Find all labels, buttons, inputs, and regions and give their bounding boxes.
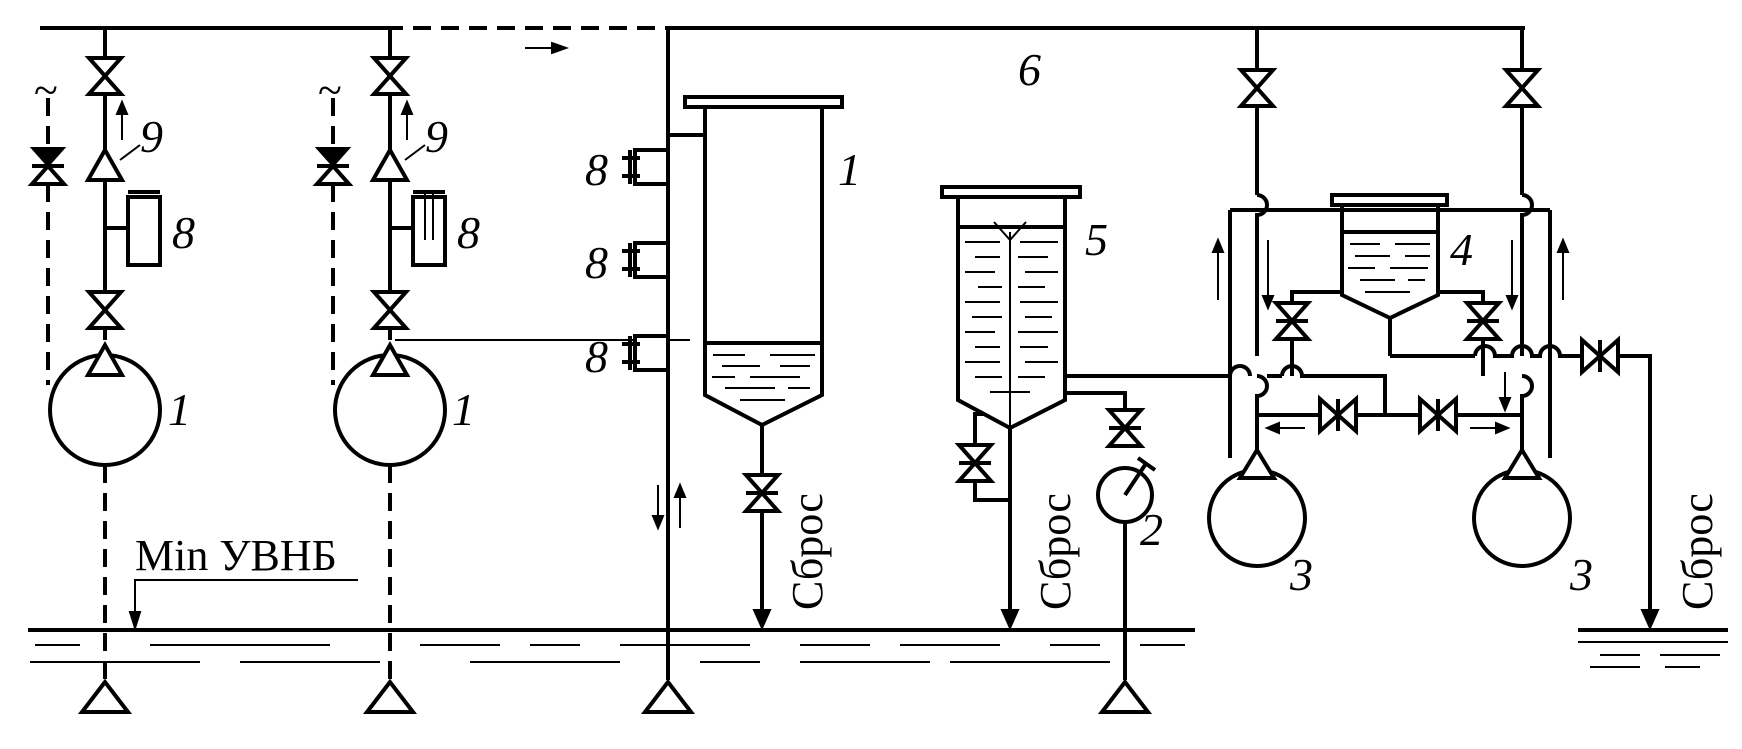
label-8-gauge-1: 8 (585, 144, 608, 195)
label-3-right: 3 (1569, 549, 1593, 600)
label-min-level: Min УВНБ (135, 531, 337, 580)
manometer-2 (1096, 408, 1157, 714)
main-collector (40, 26, 1525, 55)
label-tilde-1: ~ (34, 66, 58, 115)
label-sbros-1: Сброс (783, 493, 832, 610)
pump-system-3-4 (1207, 28, 1660, 631)
label-8-left: 8 (172, 207, 195, 258)
label-collector-6: 6 (1018, 44, 1041, 95)
label-4: 4 (1450, 224, 1473, 275)
label-1-left: 1 (168, 384, 191, 435)
tank-1 (668, 95, 844, 631)
label-1-tank: 1 (838, 144, 861, 195)
label-8-gauge-3: 8 (585, 331, 608, 382)
label-tilde-2: ~ (318, 66, 342, 115)
label-3-left: 3 (1289, 549, 1313, 600)
label-sbros-3: Сброс (1673, 493, 1722, 610)
label-8-second: 8 (457, 207, 480, 258)
label-sbros-2: Сброс (1031, 493, 1080, 610)
label-9-second: 9 (425, 111, 448, 162)
label-1-second: 1 (452, 384, 475, 435)
label-2: 2 (1140, 504, 1163, 555)
riser-with-gauges (622, 28, 696, 714)
label-5: 5 (1085, 214, 1108, 265)
tailwater-level (28, 579, 1728, 668)
unit-1-left (27, 28, 162, 714)
label-8-gauge-2: 8 (585, 237, 608, 288)
label-9-left: 9 (140, 111, 163, 162)
